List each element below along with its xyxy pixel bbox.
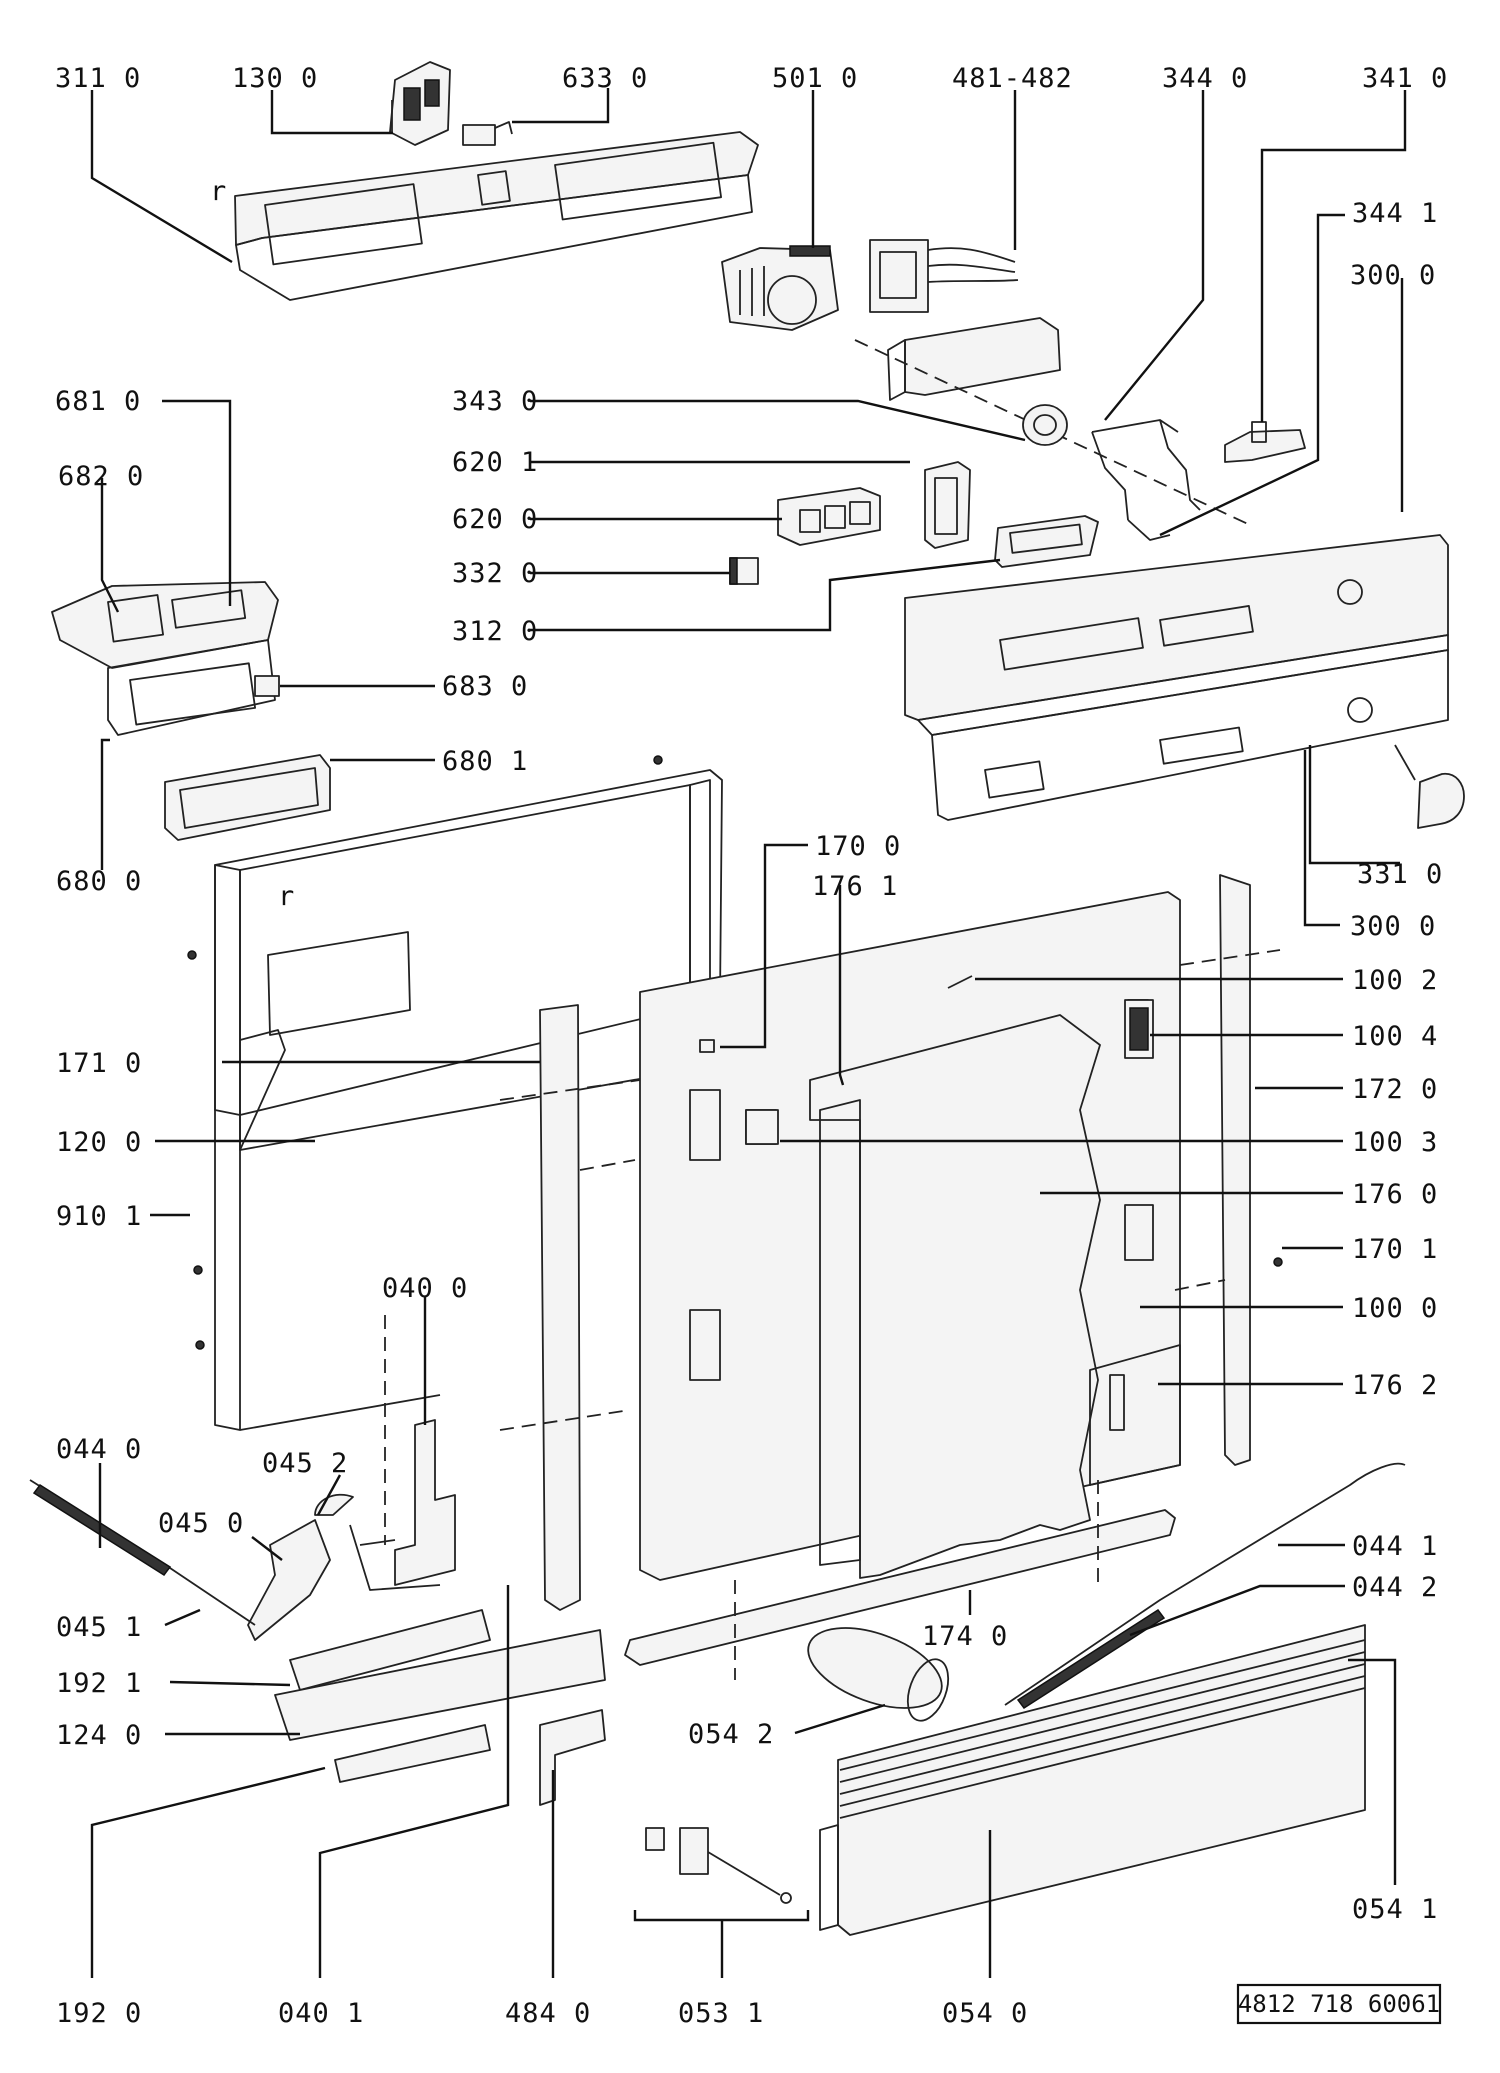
bottom-strip-part <box>624 1509 1176 1666</box>
hinge-arm-part <box>247 1493 354 1641</box>
part-label: 053 1 <box>678 1998 764 2029</box>
top-rail-part <box>234 131 759 301</box>
lock-part <box>254 675 280 697</box>
part-label: 044 2 <box>1352 1572 1438 1603</box>
part-label: 045 1 <box>56 1612 142 1643</box>
side-strips-part <box>539 874 1251 1611</box>
part-label: 680 0 <box>56 866 142 897</box>
part-label: 130 0 <box>232 63 318 94</box>
part-label: 331 0 <box>1357 859 1443 890</box>
component-marker: r <box>210 176 227 207</box>
part-label: 040 1 <box>278 1998 364 2029</box>
switch-part <box>389 61 451 146</box>
insulation-part <box>809 1014 1101 1579</box>
hinge-part <box>349 1419 456 1591</box>
component-marker: r <box>278 881 295 912</box>
relay-block-part <box>777 487 881 546</box>
part-label: 343 0 <box>452 386 538 417</box>
document-reference-box <box>1236 1983 1442 2025</box>
spring-left-part <box>29 1479 256 1626</box>
part-label: 120 0 <box>56 1127 142 1158</box>
part-label: 171 0 <box>56 1048 142 1079</box>
part-label: 100 3 <box>1352 1127 1438 1158</box>
small-bracket-part <box>1224 421 1306 463</box>
clip-part <box>462 121 513 146</box>
part-label: 484 0 <box>505 1998 591 2029</box>
part-label: 681 0 <box>55 386 141 417</box>
part-label: 176 1 <box>812 871 898 902</box>
part-label: 344 0 <box>1162 63 1248 94</box>
kickplate-part <box>819 1624 1366 1936</box>
part-label: 192 0 <box>56 1998 142 2029</box>
part-label: 054 1 <box>1352 1894 1438 1925</box>
part-label: 174 0 <box>922 1621 1008 1652</box>
part-label: 501 0 <box>772 63 858 94</box>
small-parts-053-part <box>645 1827 792 1904</box>
assembly-lines <box>384 949 1281 1680</box>
part-label: 683 0 <box>442 671 528 702</box>
part-label: 172 0 <box>1352 1074 1438 1105</box>
part-label: 170 0 <box>815 831 901 862</box>
part-label: 100 0 <box>1352 1293 1438 1324</box>
holder-part <box>924 461 971 549</box>
part-label: 100 2 <box>1352 965 1438 996</box>
part-label: 176 2 <box>1352 1370 1438 1401</box>
document-reference-number: 4812 718 60061 <box>1238 1990 1440 2018</box>
document-reference: 4812 718 60061 <box>1236 1983 1442 2025</box>
part-label: 311 0 <box>55 63 141 94</box>
part-label: 300 0 <box>1350 260 1436 291</box>
bracket-484-part <box>539 1709 606 1806</box>
part-label: 040 0 <box>382 1273 468 1304</box>
part-label: 344 1 <box>1352 198 1438 229</box>
part-label: 332 0 <box>452 558 538 589</box>
spring-right-part <box>1004 1462 1406 1710</box>
timer-bracket-part <box>854 317 1251 526</box>
part-label: 312 0 <box>452 616 538 647</box>
screws-part <box>187 755 1283 1350</box>
part-label: 620 0 <box>452 504 538 535</box>
roller-part <box>807 1627 950 1722</box>
part-label: 910 1 <box>56 1201 142 1232</box>
part-label: 341 0 <box>1362 63 1448 94</box>
knob-part <box>1394 744 1465 829</box>
part-drawings <box>29 61 1465 1936</box>
part-label: 054 0 <box>942 1998 1028 2029</box>
part-label: 124 0 <box>56 1720 142 1751</box>
frame-piece-part <box>994 515 1099 568</box>
dispenser-part <box>51 581 279 736</box>
part-label: 481-482 <box>952 63 1073 94</box>
lower-rails-part <box>274 1609 606 1783</box>
part-label: 682 0 <box>58 461 144 492</box>
part-label: 100 4 <box>1352 1021 1438 1052</box>
pin-part <box>947 975 973 989</box>
timer-motor-part <box>721 245 839 331</box>
lower-plate-part <box>1089 1344 1181 1486</box>
ring-part <box>1022 404 1068 446</box>
part-label: 680 1 <box>442 746 528 777</box>
part-label: 620 1 <box>452 447 538 478</box>
part-label: 192 1 <box>56 1668 142 1699</box>
part-label: 176 0 <box>1352 1179 1438 1210</box>
part-label: 044 0 <box>56 1434 142 1465</box>
control-panel-part <box>904 534 1449 821</box>
part-label: 300 0 <box>1350 911 1436 942</box>
wire-form-part <box>1091 419 1201 541</box>
latch-part <box>1124 999 1154 1059</box>
part-label: 054 2 <box>688 1719 774 1750</box>
part-labels: 311 0 130 0 633 0 501 0 481-482 344 0 34… <box>55 63 1448 2029</box>
part-label: 045 0 <box>158 1508 244 1539</box>
connector-part <box>869 239 1019 313</box>
part-label: 170 1 <box>1352 1234 1438 1265</box>
part-label: 045 2 <box>262 1448 348 1479</box>
clip-170-0-part <box>699 1039 715 1053</box>
gasket-part <box>164 754 331 841</box>
leader-lines <box>90 88 1407 1978</box>
clip-100-3-part <box>745 1109 779 1145</box>
part-label: 044 1 <box>1352 1531 1438 1562</box>
small-block-part <box>729 557 759 585</box>
part-label: 633 0 <box>562 63 648 94</box>
